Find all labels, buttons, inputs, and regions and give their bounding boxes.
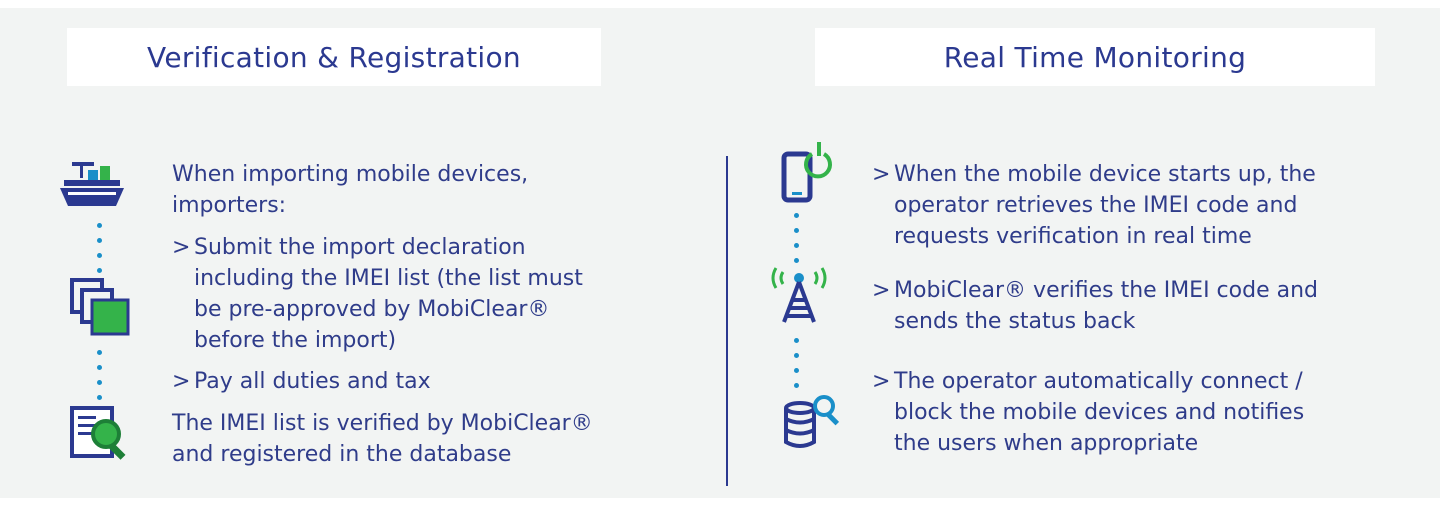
left-outro-line-1: The IMEI list is verified by MobiClear® xyxy=(172,411,593,436)
left-title: Verification & Registration xyxy=(147,40,521,74)
left-connector-1 xyxy=(97,223,103,283)
right-bullet-1-line-2: operator retrieves the IMEI code and xyxy=(894,193,1298,218)
left-connector-2 xyxy=(97,350,103,410)
cell-tower-icon xyxy=(771,267,827,323)
real-time-monitoring-header: Real Time Monitoring xyxy=(815,28,1375,86)
right-bullet-3-line-2: block the mobile devices and notifies xyxy=(894,400,1305,425)
left-bullet-1-line-3: be pre-approved by MobiClear® xyxy=(194,297,550,322)
phone-power-icon xyxy=(781,142,832,203)
left-intro-line-1: When importing mobile devices, xyxy=(172,162,529,187)
right-title: Real Time Monitoring xyxy=(943,40,1247,74)
column-divider xyxy=(726,156,728,486)
bullet-mark: > xyxy=(872,162,891,187)
bullet-mark: > xyxy=(872,278,891,303)
folders-icon xyxy=(70,278,130,336)
right-bullet-3-line-1: The operator automatically connect / xyxy=(894,369,1303,394)
left-bullet-1-line-2: including the IMEI list (the list must xyxy=(194,266,583,291)
database-search-icon xyxy=(784,395,840,448)
right-connector-1 xyxy=(794,213,800,273)
right-connector-2 xyxy=(794,338,800,398)
bullet-mark: > xyxy=(172,369,191,394)
left-outro-line-2: and registered in the database xyxy=(172,442,512,467)
left-intro-line-2: importers: xyxy=(172,193,287,218)
bullet-mark: > xyxy=(872,369,891,394)
left-bullet-2-line-1: Pay all duties and tax xyxy=(194,369,431,394)
right-bullet-2-line-1: MobiClear® verifies the IMEI code and xyxy=(894,278,1318,303)
left-bullet-1-line-1: Submit the import declaration xyxy=(194,235,526,260)
content-panel: Verification & Registration Real Time Mo… xyxy=(0,8,1440,498)
verification-registration-header: Verification & Registration xyxy=(67,28,601,86)
right-bullet-2-line-2: sends the status back xyxy=(894,309,1136,334)
document-search-icon xyxy=(70,406,126,460)
left-bullet-1-line-4: before the import) xyxy=(194,328,397,353)
right-bullet-1-line-3: requests verification in real time xyxy=(894,224,1252,249)
right-bullet-1-line-1: When the mobile device starts up, the xyxy=(894,162,1316,187)
cargo-ship-icon xyxy=(60,162,124,206)
right-bullet-3-line-3: the users when appropriate xyxy=(894,431,1199,456)
bullet-mark: > xyxy=(172,235,191,260)
